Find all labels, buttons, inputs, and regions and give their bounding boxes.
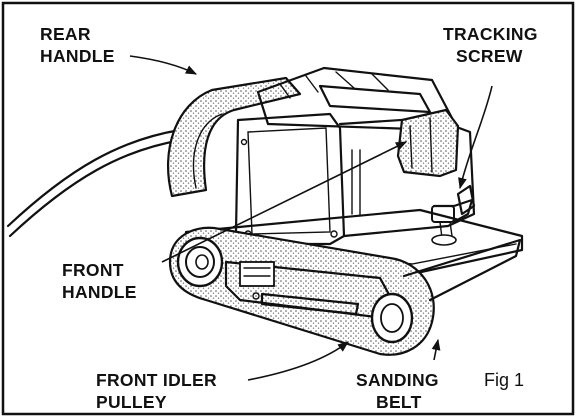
label-front-handle-line1: FRONT [62, 260, 124, 280]
label-tracking-screw-line2: SCREW [456, 46, 523, 66]
label-front-handle-line2: HANDLE [62, 282, 137, 302]
label-front-idler-pulley-line1: FRONT IDLER [96, 370, 217, 390]
sanding-belt-assembly [168, 226, 522, 356]
figure-caption: Fig 1 [484, 370, 524, 390]
label-front-idler-pulley-line2: PULLEY [96, 392, 167, 412]
power-cord [6, 128, 184, 238]
leader-lines [129, 55, 493, 381]
rear-handle [167, 76, 302, 198]
label-rear-handle-line2: HANDLE [40, 46, 115, 66]
label-sanding-belt-line2: BELT [376, 392, 422, 412]
label-sanding-belt-line1: SANDING [356, 370, 439, 390]
front-handle [396, 108, 460, 178]
label-tracking-screw-line1: TRACKING [443, 24, 538, 44]
front-idler-pulley [176, 236, 224, 288]
label-rear-handle-line1: REAR [40, 24, 91, 44]
rear-drive-pulley [370, 292, 414, 344]
